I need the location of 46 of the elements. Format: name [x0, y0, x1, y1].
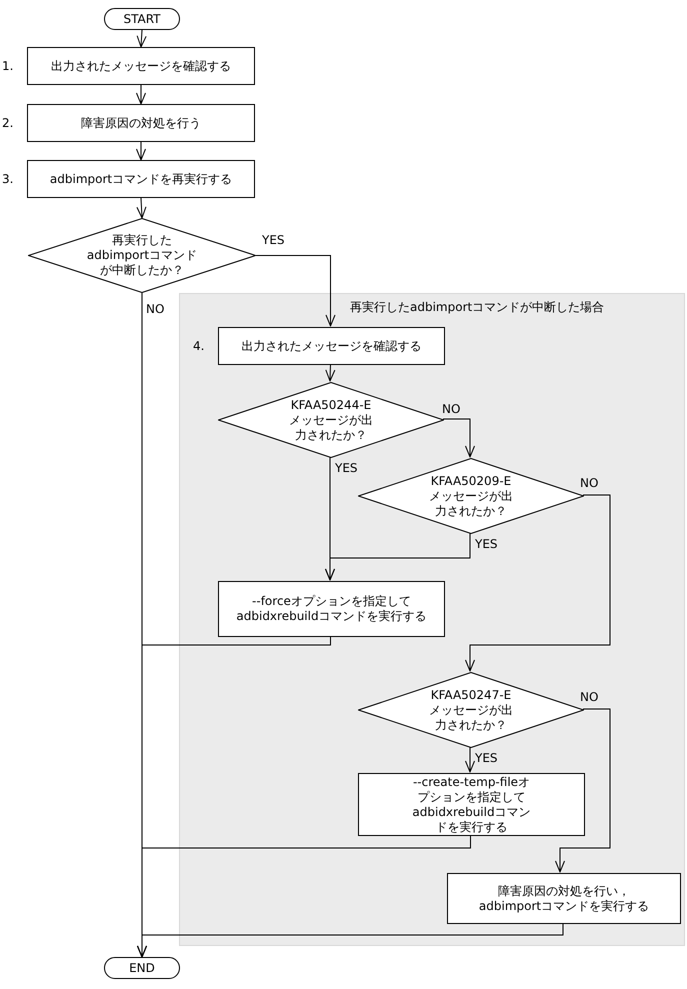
terminal-shape — [104, 8, 180, 30]
step-text: 障害原因の対処を行い，adbimportコマンドを実行する — [478, 884, 650, 914]
edge-label: NO — [580, 476, 598, 490]
arrow — [325, 364, 336, 382]
step-text: 出力されたメッセージを確認する — [51, 58, 231, 74]
arrow — [136, 84, 146, 104]
edge-label: YES — [335, 461, 358, 475]
arrow — [256, 255, 336, 326]
edge-label: YES — [262, 233, 285, 247]
arrow — [442, 418, 475, 458]
arrow — [325, 532, 470, 580]
step-text: --forceオプションを指定してadbidxrebuildコマンドを実行する — [235, 594, 428, 624]
arrow — [136, 142, 146, 160]
question-text: KFAA50244-Eメッセージが出力されたか？ — [288, 398, 374, 442]
edge-label: YES — [475, 751, 498, 765]
edge-label: NO — [580, 690, 598, 704]
edge-label: YES — [475, 537, 498, 551]
step-text: 出力されたメッセージを確認する — [242, 338, 422, 354]
arrow — [137, 922, 564, 958]
panel-heading: 再実行したadbimportコマンドが中断した場合 — [350, 300, 604, 315]
step-number: 3. — [2, 172, 14, 186]
arrow — [136, 198, 146, 218]
process-box — [358, 773, 585, 836]
edge-label: NO — [146, 302, 164, 316]
decision-diamond — [28, 218, 256, 293]
step-text: 障害原因の対処を行う — [81, 116, 201, 130]
question-text: KFAA50209-Eメッセージが出力されたか？ — [428, 474, 514, 518]
question-text: 再実行したadbimportコマンドが中断したか？ — [86, 233, 198, 278]
arrow — [136, 30, 147, 48]
terminal-shape — [104, 957, 180, 979]
step-text: --create-temp-fileオプションを指定してadbidxrebuildコマンドを実行する — [411, 774, 532, 834]
process-box — [447, 873, 681, 924]
process-box — [218, 581, 445, 637]
step-number: 4. — [193, 339, 204, 353]
arrow — [465, 746, 475, 772]
step-number: 1. — [2, 59, 14, 73]
edge-label: NO — [442, 402, 460, 416]
group-panel — [179, 293, 685, 946]
step-number: 2. — [2, 116, 14, 130]
terminal-label: START — [123, 12, 161, 26]
arrow — [555, 708, 610, 872]
terminal-label: END — [129, 960, 155, 976]
arrow — [465, 494, 610, 672]
decision-diamond — [218, 382, 444, 458]
step-text: adbimportコマンドを再実行する — [50, 172, 232, 186]
question-text: KFAA50247-Eメッセージが出力されたか？ — [428, 688, 514, 732]
